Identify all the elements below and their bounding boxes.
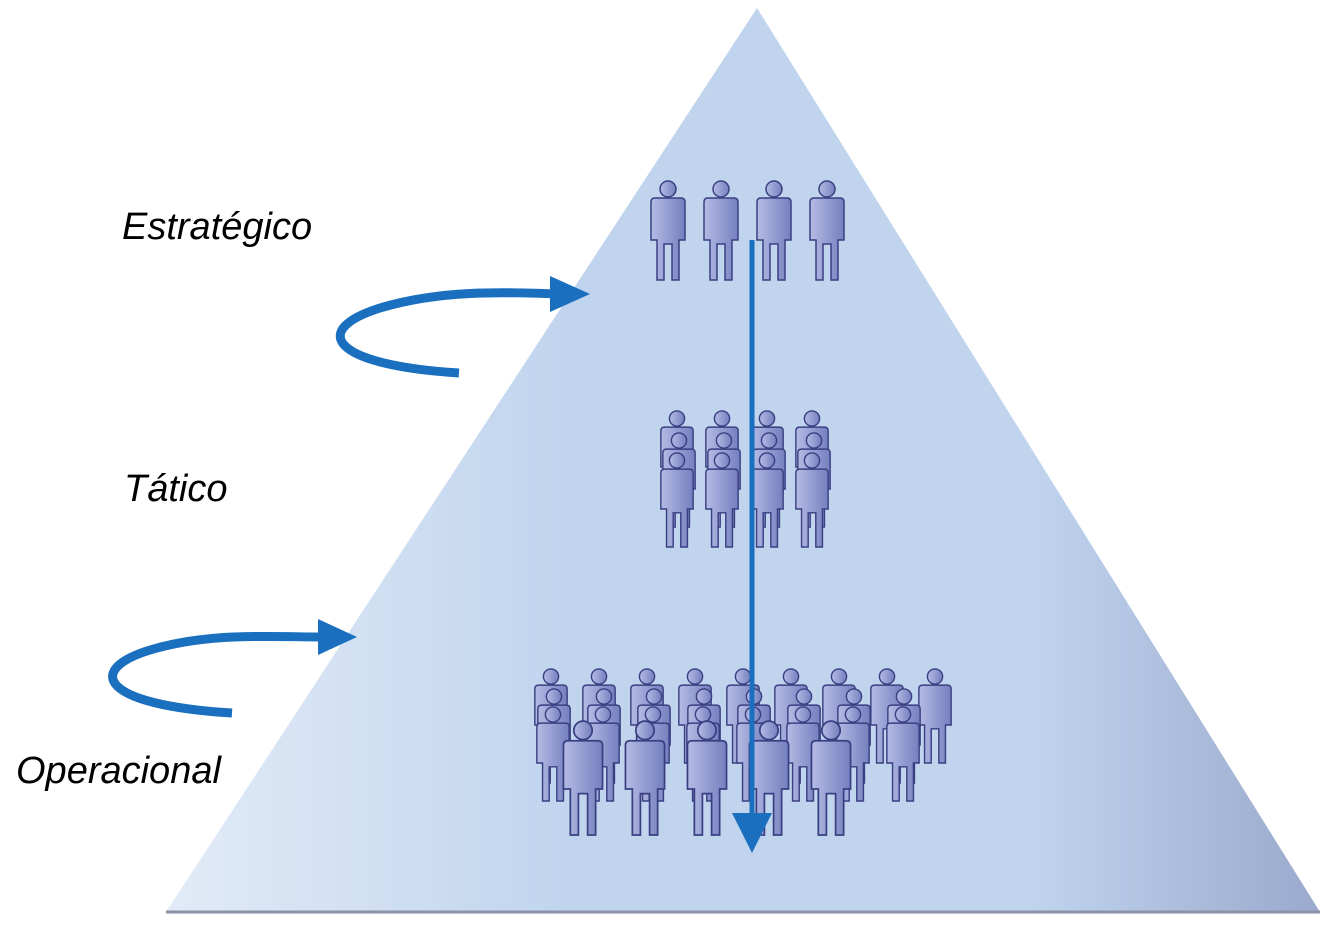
level-label-strategic: Estratégico [122,206,313,248]
level-label-operational: Operacional [16,750,221,792]
curved-arrow-head-icon [318,619,357,655]
level-label-tactical: Tático [124,468,228,510]
pyramid-shape [166,8,1320,912]
curved-arrow-head-icon [550,276,590,312]
curved-arrow-icon [108,631,326,718]
curved-arrow-icon [335,288,561,378]
